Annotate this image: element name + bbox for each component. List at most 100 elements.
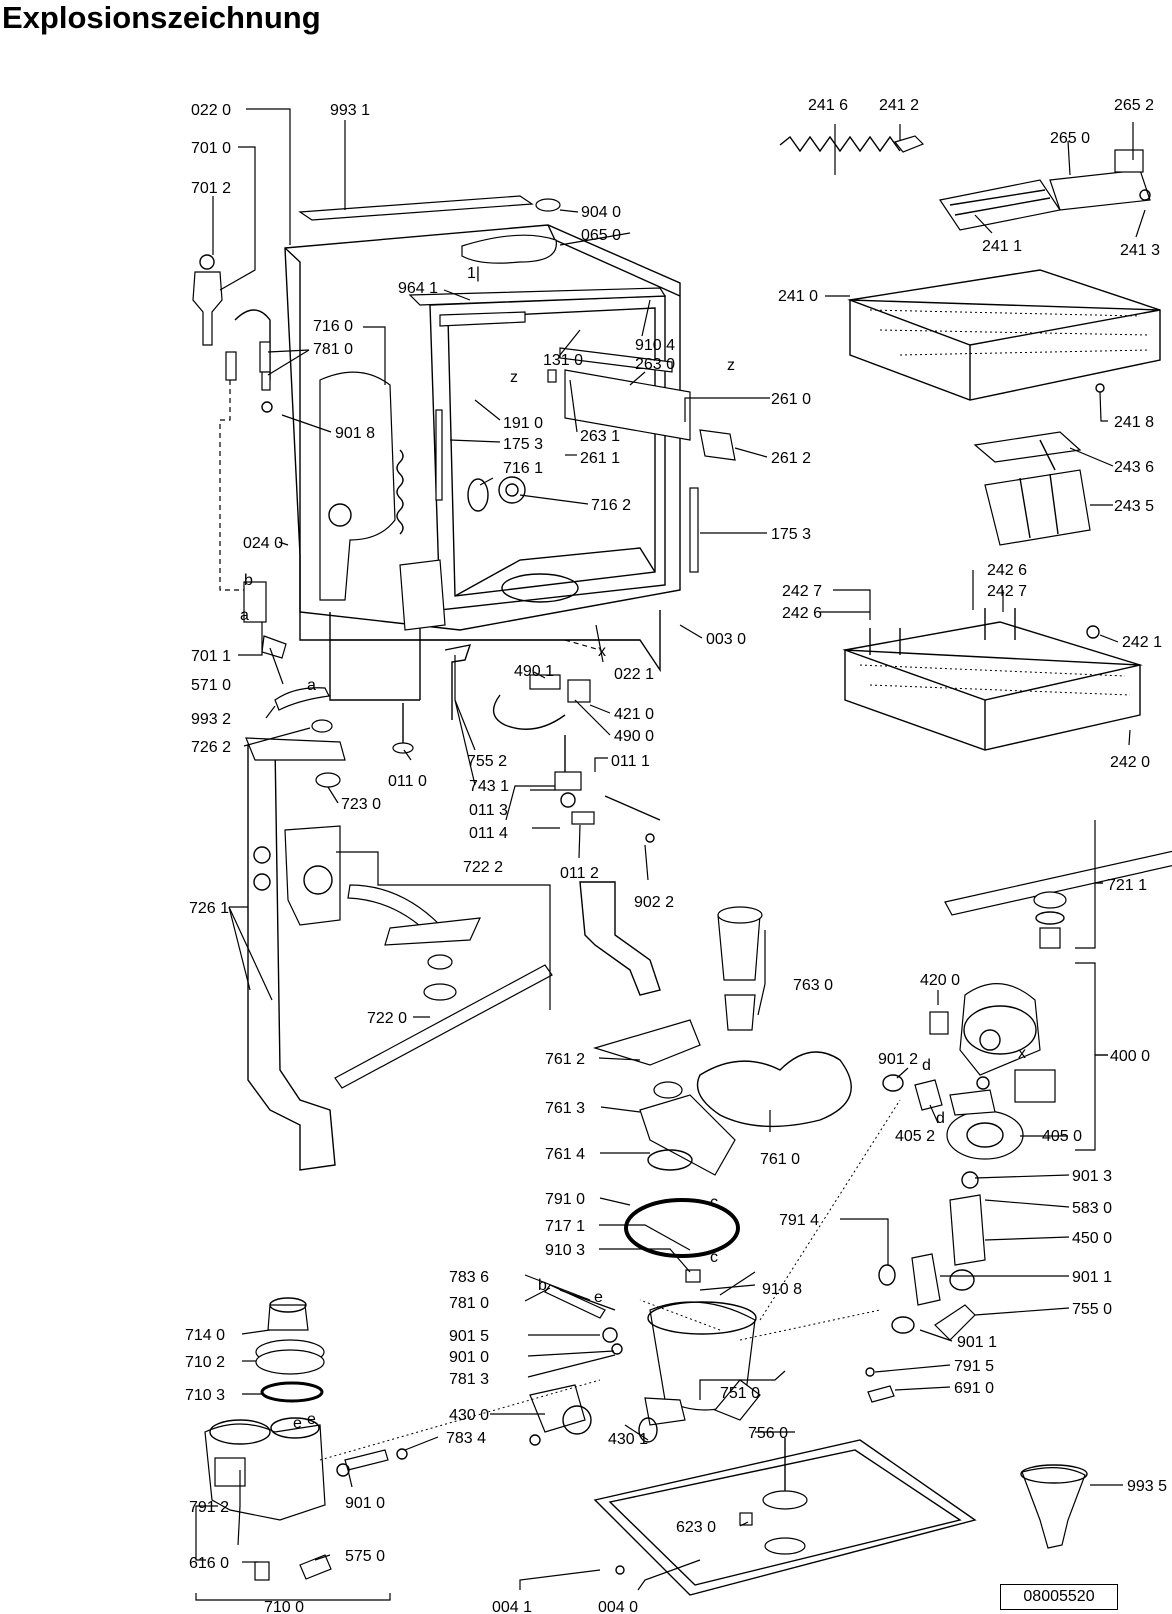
part-label: 901 1 bbox=[1072, 1269, 1112, 1286]
part-label: 242 7 bbox=[782, 583, 822, 600]
part-label: 243 6 bbox=[1114, 459, 1154, 476]
part-label: 902 2 bbox=[634, 894, 674, 911]
part-label: 791 0 bbox=[545, 1191, 585, 1208]
part-label: 011 1 bbox=[611, 753, 650, 770]
part-label: 242 0 bbox=[1110, 754, 1150, 771]
part-label: 904 0 bbox=[581, 204, 621, 221]
part-label: 714 0 bbox=[185, 1327, 225, 1344]
leader-lines bbox=[195, 108, 1146, 1601]
cutlery-basket bbox=[973, 431, 1091, 546]
part-label: 241 8 bbox=[1114, 414, 1154, 431]
part-label: 763 0 bbox=[793, 977, 833, 994]
part-label: 241 0 bbox=[778, 288, 818, 305]
part-label: 901 0 bbox=[449, 1349, 489, 1366]
part-label: 191 0 bbox=[503, 415, 543, 432]
part-label: 901 1 bbox=[957, 1334, 997, 1351]
part-label: 755 0 bbox=[1072, 1301, 1112, 1318]
part-label: 716 1 bbox=[503, 460, 543, 477]
part-label: 791 5 bbox=[954, 1358, 994, 1375]
part-label: 623 0 bbox=[676, 1519, 716, 1536]
part-label: 751 0 bbox=[720, 1385, 760, 1402]
part-label: 721 1 bbox=[1107, 877, 1147, 894]
part-label: 783 6 bbox=[449, 1269, 489, 1286]
svg-text:1|: 1| bbox=[467, 265, 480, 282]
letter-marker: c bbox=[710, 1194, 718, 1211]
part-label: 761 0 bbox=[760, 1151, 800, 1168]
part-label: 761 3 bbox=[545, 1100, 585, 1117]
part-label: 265 0 bbox=[1050, 130, 1090, 147]
part-label: 726 1 bbox=[189, 900, 229, 917]
part-label: 722 0 bbox=[367, 1010, 407, 1027]
part-label: 175 3 bbox=[503, 436, 543, 453]
part-label: 756 0 bbox=[748, 1425, 788, 1442]
part-label: 243 5 bbox=[1114, 498, 1154, 515]
letter-markers: x z z a b a c c d d e e b x e bbox=[240, 357, 1026, 1432]
part-label: 701 1 bbox=[191, 648, 231, 665]
part-label: 420 0 bbox=[920, 972, 960, 989]
part-label: 430 0 bbox=[449, 1407, 489, 1424]
part-label: 241 1 bbox=[982, 238, 1022, 255]
letter-marker: z bbox=[510, 369, 518, 386]
part-label: 710 2 bbox=[185, 1354, 225, 1371]
circulation-pump bbox=[882, 983, 1056, 1160]
part-label: 261 1 bbox=[580, 450, 620, 467]
letter-marker: x bbox=[1018, 1045, 1026, 1062]
letter-marker: e bbox=[307, 1411, 316, 1428]
upper-spray-arm bbox=[944, 850, 1172, 949]
part-label: 717 1 bbox=[545, 1218, 585, 1235]
part-label: 781 0 bbox=[313, 341, 353, 358]
part-label: 616 0 bbox=[189, 1555, 229, 1572]
part-label: 791 4 bbox=[779, 1212, 819, 1229]
letter-marker: e bbox=[293, 1415, 302, 1432]
lower-basket bbox=[842, 608, 1143, 751]
part-label: 901 8 bbox=[335, 425, 375, 442]
part-label: 993 5 bbox=[1127, 1478, 1167, 1495]
letter-marker: d bbox=[936, 1110, 945, 1127]
part-label: 710 3 bbox=[185, 1387, 225, 1404]
document-number: 08005520 bbox=[1000, 1584, 1118, 1610]
part-label: 011 0 bbox=[388, 773, 427, 790]
part-label: 241 3 bbox=[1120, 242, 1160, 259]
part-label: 242 7 bbox=[987, 583, 1027, 600]
part-label: 022 1 bbox=[614, 666, 654, 683]
part-label: 241 2 bbox=[879, 97, 919, 114]
part-label: 004 0 bbox=[598, 1599, 638, 1614]
part-label: 910 4 bbox=[635, 337, 675, 354]
part-label: 993 1 bbox=[330, 102, 370, 119]
part-label: 691 0 bbox=[954, 1380, 994, 1397]
part-label: 575 0 bbox=[345, 1548, 385, 1565]
tub-assembly: 1| bbox=[284, 195, 736, 701]
part-label: 701 0 bbox=[191, 140, 231, 157]
part-label: 261 0 bbox=[771, 391, 811, 408]
upper-basket bbox=[847, 269, 1161, 401]
part-label: 242 6 bbox=[987, 562, 1027, 579]
part-label: 571 0 bbox=[191, 677, 231, 694]
part-label: 024 0 bbox=[243, 535, 283, 552]
part-label: 003 0 bbox=[706, 631, 746, 648]
sump-group bbox=[444, 644, 852, 1446]
part-label: 781 3 bbox=[449, 1371, 489, 1388]
part-label: 701 2 bbox=[191, 180, 231, 197]
funnel bbox=[1020, 1464, 1088, 1549]
part-label: 265 2 bbox=[1114, 97, 1154, 114]
part-label: 450 0 bbox=[1072, 1230, 1112, 1247]
part-label: 726 2 bbox=[191, 739, 231, 756]
part-label: 910 8 bbox=[762, 1281, 802, 1298]
inlet-valve-group bbox=[192, 254, 414, 1171]
part-label: 791 2 bbox=[189, 1499, 229, 1516]
letter-marker: b bbox=[538, 1277, 547, 1294]
lower-spray-arm-group bbox=[284, 825, 553, 1089]
part-label: 131 0 bbox=[543, 352, 583, 369]
part-label: 400 0 bbox=[1110, 1048, 1150, 1065]
part-label: 175 3 bbox=[771, 526, 811, 543]
upper-basket-accessories bbox=[779, 135, 1151, 231]
letter-marker: a bbox=[240, 607, 249, 624]
base-group bbox=[593, 1438, 977, 1596]
letter-marker: x bbox=[598, 643, 606, 660]
letter-marker: a bbox=[307, 677, 316, 694]
part-label: 263 1 bbox=[580, 428, 620, 445]
part-label: 901 5 bbox=[449, 1328, 489, 1345]
part-label: 065 0 bbox=[581, 227, 621, 244]
letter-marker: z bbox=[727, 357, 735, 374]
